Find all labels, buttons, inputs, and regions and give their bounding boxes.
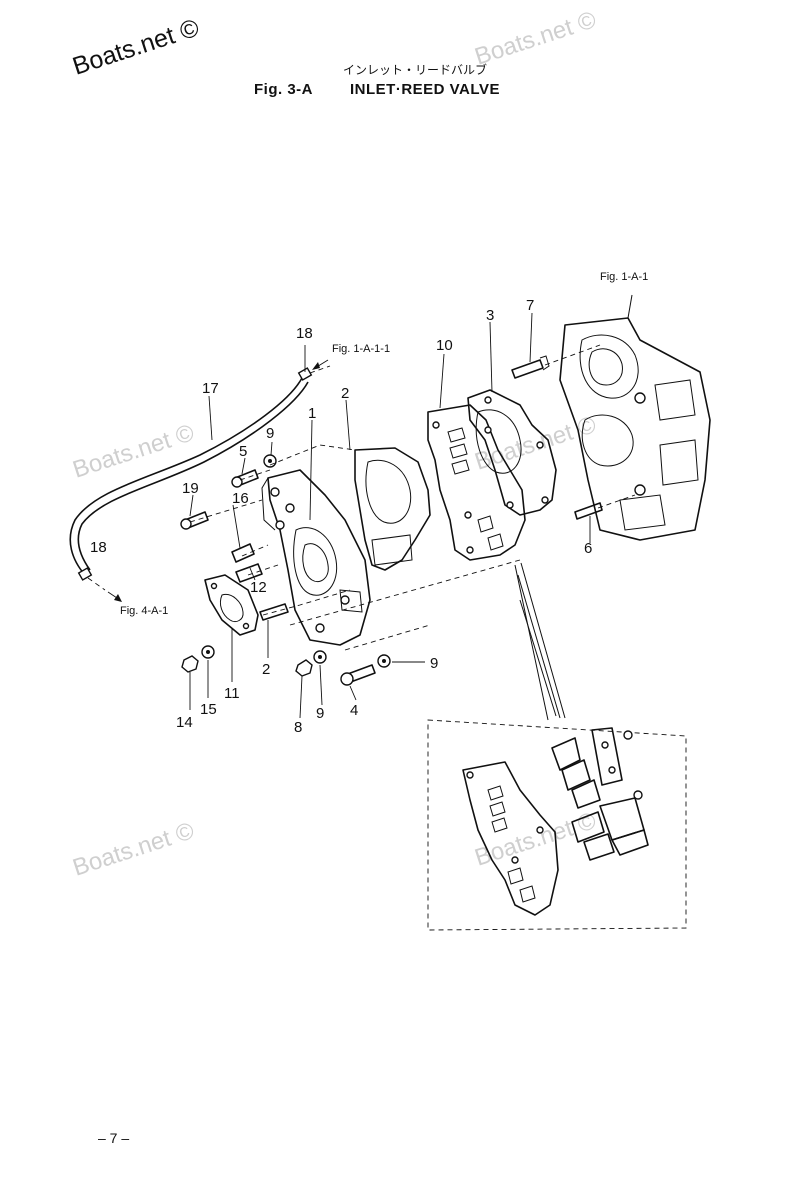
watermark-faint-bottom-left: Boats.net © (70, 817, 198, 882)
reference-arrowhead-top (312, 362, 320, 370)
detail-reed-petals-lower (571, 811, 615, 861)
gasket-part-2 (354, 447, 431, 571)
callout-8: 8 (294, 719, 302, 736)
reference-fig-4-a-1: Fig. 4-A-1 (120, 605, 168, 617)
screw-part-12 (259, 603, 289, 621)
page-number: – 7 – (98, 1130, 129, 1146)
callout-9-right: 9 (430, 655, 438, 672)
callout-5: 5 (239, 443, 247, 460)
nut-part-14 (181, 655, 199, 673)
japanese-title: インレット・リードバルブ (343, 62, 487, 77)
callout-7: 7 (526, 297, 534, 314)
screw-part-19 (180, 511, 209, 530)
callout-18-bottom: 18 (90, 539, 107, 556)
watermark-main: Boats.net © (69, 13, 203, 80)
crankcase-part (559, 294, 711, 541)
hose-clip-part-18-bottom (77, 567, 93, 581)
washer-part-9-top (263, 454, 277, 468)
stud-part-6 (574, 502, 603, 520)
callout-15: 15 (200, 701, 217, 718)
detail-reed-stopper-lower (599, 790, 649, 856)
leader-lines (189, 312, 591, 719)
detail-reed-stopper-upper (591, 727, 633, 786)
callout-2-upper: 2 (341, 385, 349, 402)
watermark-faint-bottom-right: Boats.net © (472, 807, 600, 872)
callout-1: 1 (308, 405, 316, 422)
flange-gasket-part-11 (204, 574, 259, 636)
washer-part-9-center (313, 650, 327, 664)
callout-14: 14 (176, 714, 193, 731)
reference-arrowhead-bottom (114, 594, 122, 602)
watermark-faint-top: Boats.net © (472, 6, 600, 71)
callout-6: 6 (584, 540, 592, 557)
bolt-part-4 (340, 664, 376, 686)
callout-17: 17 (202, 380, 219, 397)
bolt-part-7 (511, 355, 550, 379)
figure-label: Fig. 3-A (254, 81, 313, 98)
detail-reed-plate (462, 761, 559, 916)
assembly-lines (87, 344, 636, 651)
callout-2-lower: 2 (262, 661, 270, 678)
hose-clip-part-18-top (297, 367, 313, 381)
callout-9-top: 9 (266, 425, 274, 442)
screw-part-5 (231, 469, 259, 488)
washer-part-15 (201, 645, 215, 659)
callout-4: 4 (350, 702, 358, 719)
detail-reed-petals-upper (551, 737, 601, 809)
diagram-title: INLET·REED VALVE (350, 81, 500, 98)
hose-part-17 (69, 377, 309, 576)
reference-fig-1-a-1-1: Fig. 1-A-1-1 (332, 343, 390, 355)
callout-18-top: 18 (296, 325, 313, 342)
reed-valve-plate-part-10 (427, 404, 526, 561)
washer-part-9-right (377, 654, 391, 668)
detail-inset-box (427, 719, 687, 931)
gasket-part-3 (467, 389, 557, 516)
callout-12: 12 (250, 579, 267, 596)
callout-10: 10 (436, 337, 453, 354)
inlet-manifold-part-1 (261, 469, 371, 646)
callout-11: 11 (224, 685, 240, 702)
reference-fig-1-a-1-top: Fig. 1-A-1 (600, 271, 648, 283)
callout-19: 19 (182, 480, 199, 497)
callout-16: 16 (232, 490, 249, 507)
callout-3: 3 (486, 307, 494, 324)
fitting-part-16 (231, 543, 263, 583)
detail-pointer (514, 562, 566, 721)
nut-part-8 (295, 659, 313, 677)
callout-9-center: 9 (316, 705, 324, 722)
